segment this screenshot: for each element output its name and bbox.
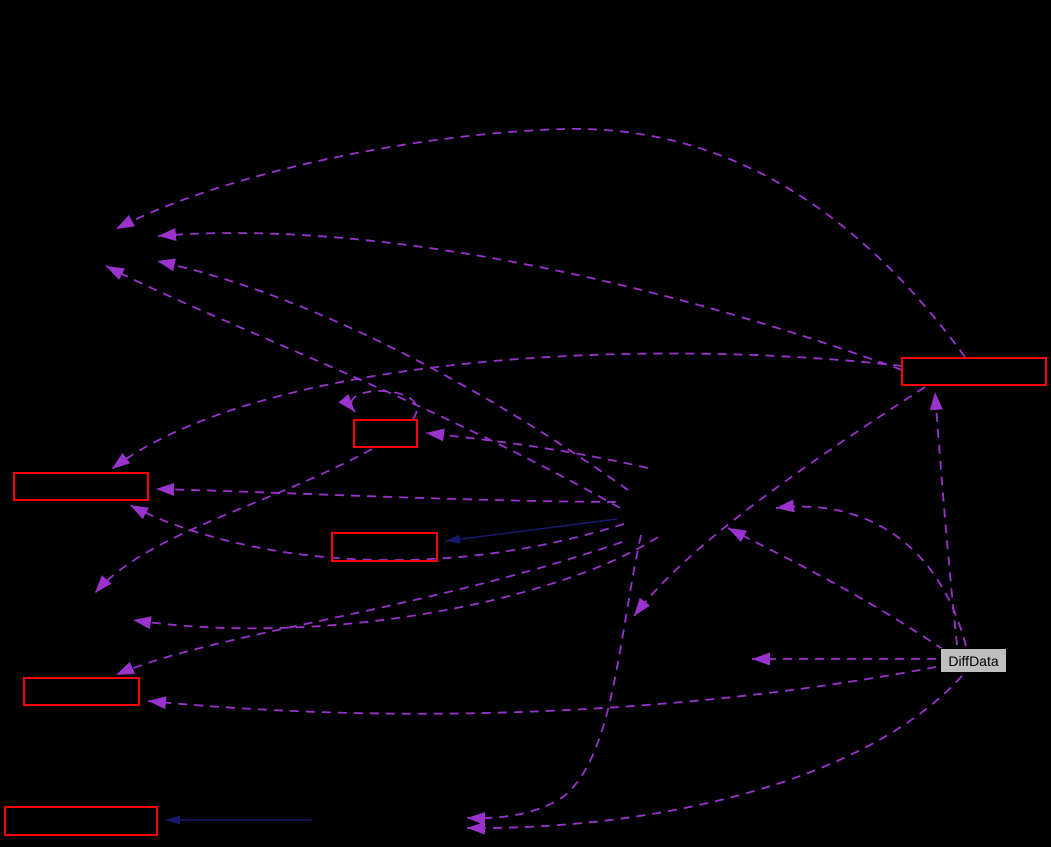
edge-inherit-to-center-box: [445, 518, 618, 544]
edge-diffdata-to-lowerleft-box-right: [147, 666, 937, 715]
edge-self-loop-center-small-box: [338, 390, 418, 420]
edge-hub-to-left-node-6: [132, 536, 659, 630]
truncated-node-bottom-left[interactable]: [4, 806, 158, 836]
truncated-node-lower-left[interactable]: [23, 677, 140, 706]
edge-topright-box-to-topleft-node-1: [115, 128, 966, 358]
edge-layer: [94, 128, 967, 835]
edge-topright-box-to-subhub: [633, 386, 926, 617]
edge-diffdata-to-hub-bottom: [727, 527, 945, 651]
edge-topright-box-to-topleft-node-2: [157, 228, 903, 371]
edge-diffdata-to-hub-right: [775, 499, 967, 647]
truncated-node-left[interactable]: [13, 472, 149, 501]
edge-hub-to-topleft-node-3: [156, 258, 629, 491]
truncated-node-center-small[interactable]: [353, 419, 418, 448]
edge-hub-to-lowerleft-box-top: [115, 541, 623, 676]
edge-diffdata-to-topright-box: [929, 391, 958, 646]
edge-centerbox-to-left-node-5: [94, 448, 373, 594]
edge-hub-to-left-box-right: [155, 482, 617, 503]
truncated-node-center[interactable]: [331, 532, 438, 562]
current-node-label: DiffData: [948, 652, 999, 669]
truncated-node-top-right[interactable]: [901, 357, 1047, 386]
edge-hub-to-center-small-box: [425, 428, 649, 469]
edge-hub-to-topleft-node-4: [105, 265, 621, 509]
edge-hub-to-bottom-center-node: [466, 534, 642, 826]
node-layer: [4, 357, 1047, 836]
current-node-diffdata[interactable]: DiffData: [940, 648, 1007, 673]
edge-topright-box-to-left-box-top: [111, 352, 903, 470]
edge-hub-to-left-box-bottom: [129, 504, 625, 561]
edge-diffdata-to-bottom-center-node: [466, 675, 963, 835]
